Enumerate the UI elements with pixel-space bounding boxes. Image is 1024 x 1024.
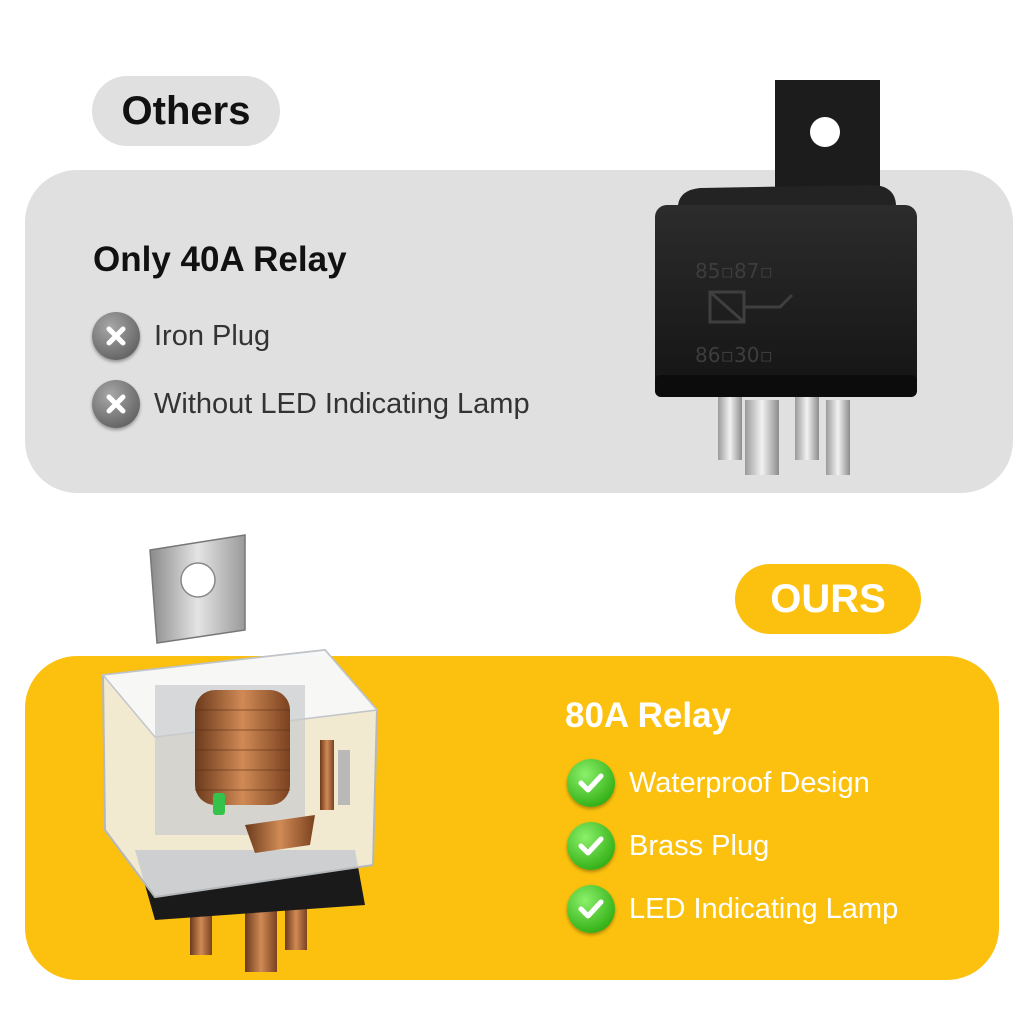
ours-title: 80A Relay <box>565 696 732 735</box>
ours-feature-waterproof: Waterproof Design <box>567 759 870 807</box>
feature-label: LED Indicating Lamp <box>629 892 899 925</box>
feature-label: Brass Plug <box>629 829 770 862</box>
ours-tag: OURS <box>735 564 921 634</box>
ours-feature-led: LED Indicating Lamp <box>567 885 898 933</box>
feature-label: Waterproof Design <box>629 766 870 799</box>
feature-label: Without LED Indicating Lamp <box>154 387 530 420</box>
others-feature-no-led: Without LED Indicating Lamp <box>92 380 530 428</box>
check-icon <box>567 759 615 807</box>
x-icon <box>92 380 140 428</box>
clear-relay-image <box>101 534 379 972</box>
feature-label: Iron Plug <box>154 319 271 352</box>
check-icon <box>567 885 615 933</box>
others-title: Only 40A Relay <box>93 240 347 279</box>
others-feature-iron-plug: Iron Plug <box>92 312 270 360</box>
ours-feature-brass-plug: Brass Plug <box>567 822 769 870</box>
black-relay-image: 85▫87▫ 86▫30▫ <box>655 80 917 475</box>
svg-text:86▫30▫: 86▫30▫ <box>695 343 773 367</box>
check-icon <box>567 822 615 870</box>
svg-text:85▫87▫: 85▫87▫ <box>695 259 773 283</box>
x-icon <box>92 312 140 360</box>
others-tag: Others <box>92 76 280 146</box>
